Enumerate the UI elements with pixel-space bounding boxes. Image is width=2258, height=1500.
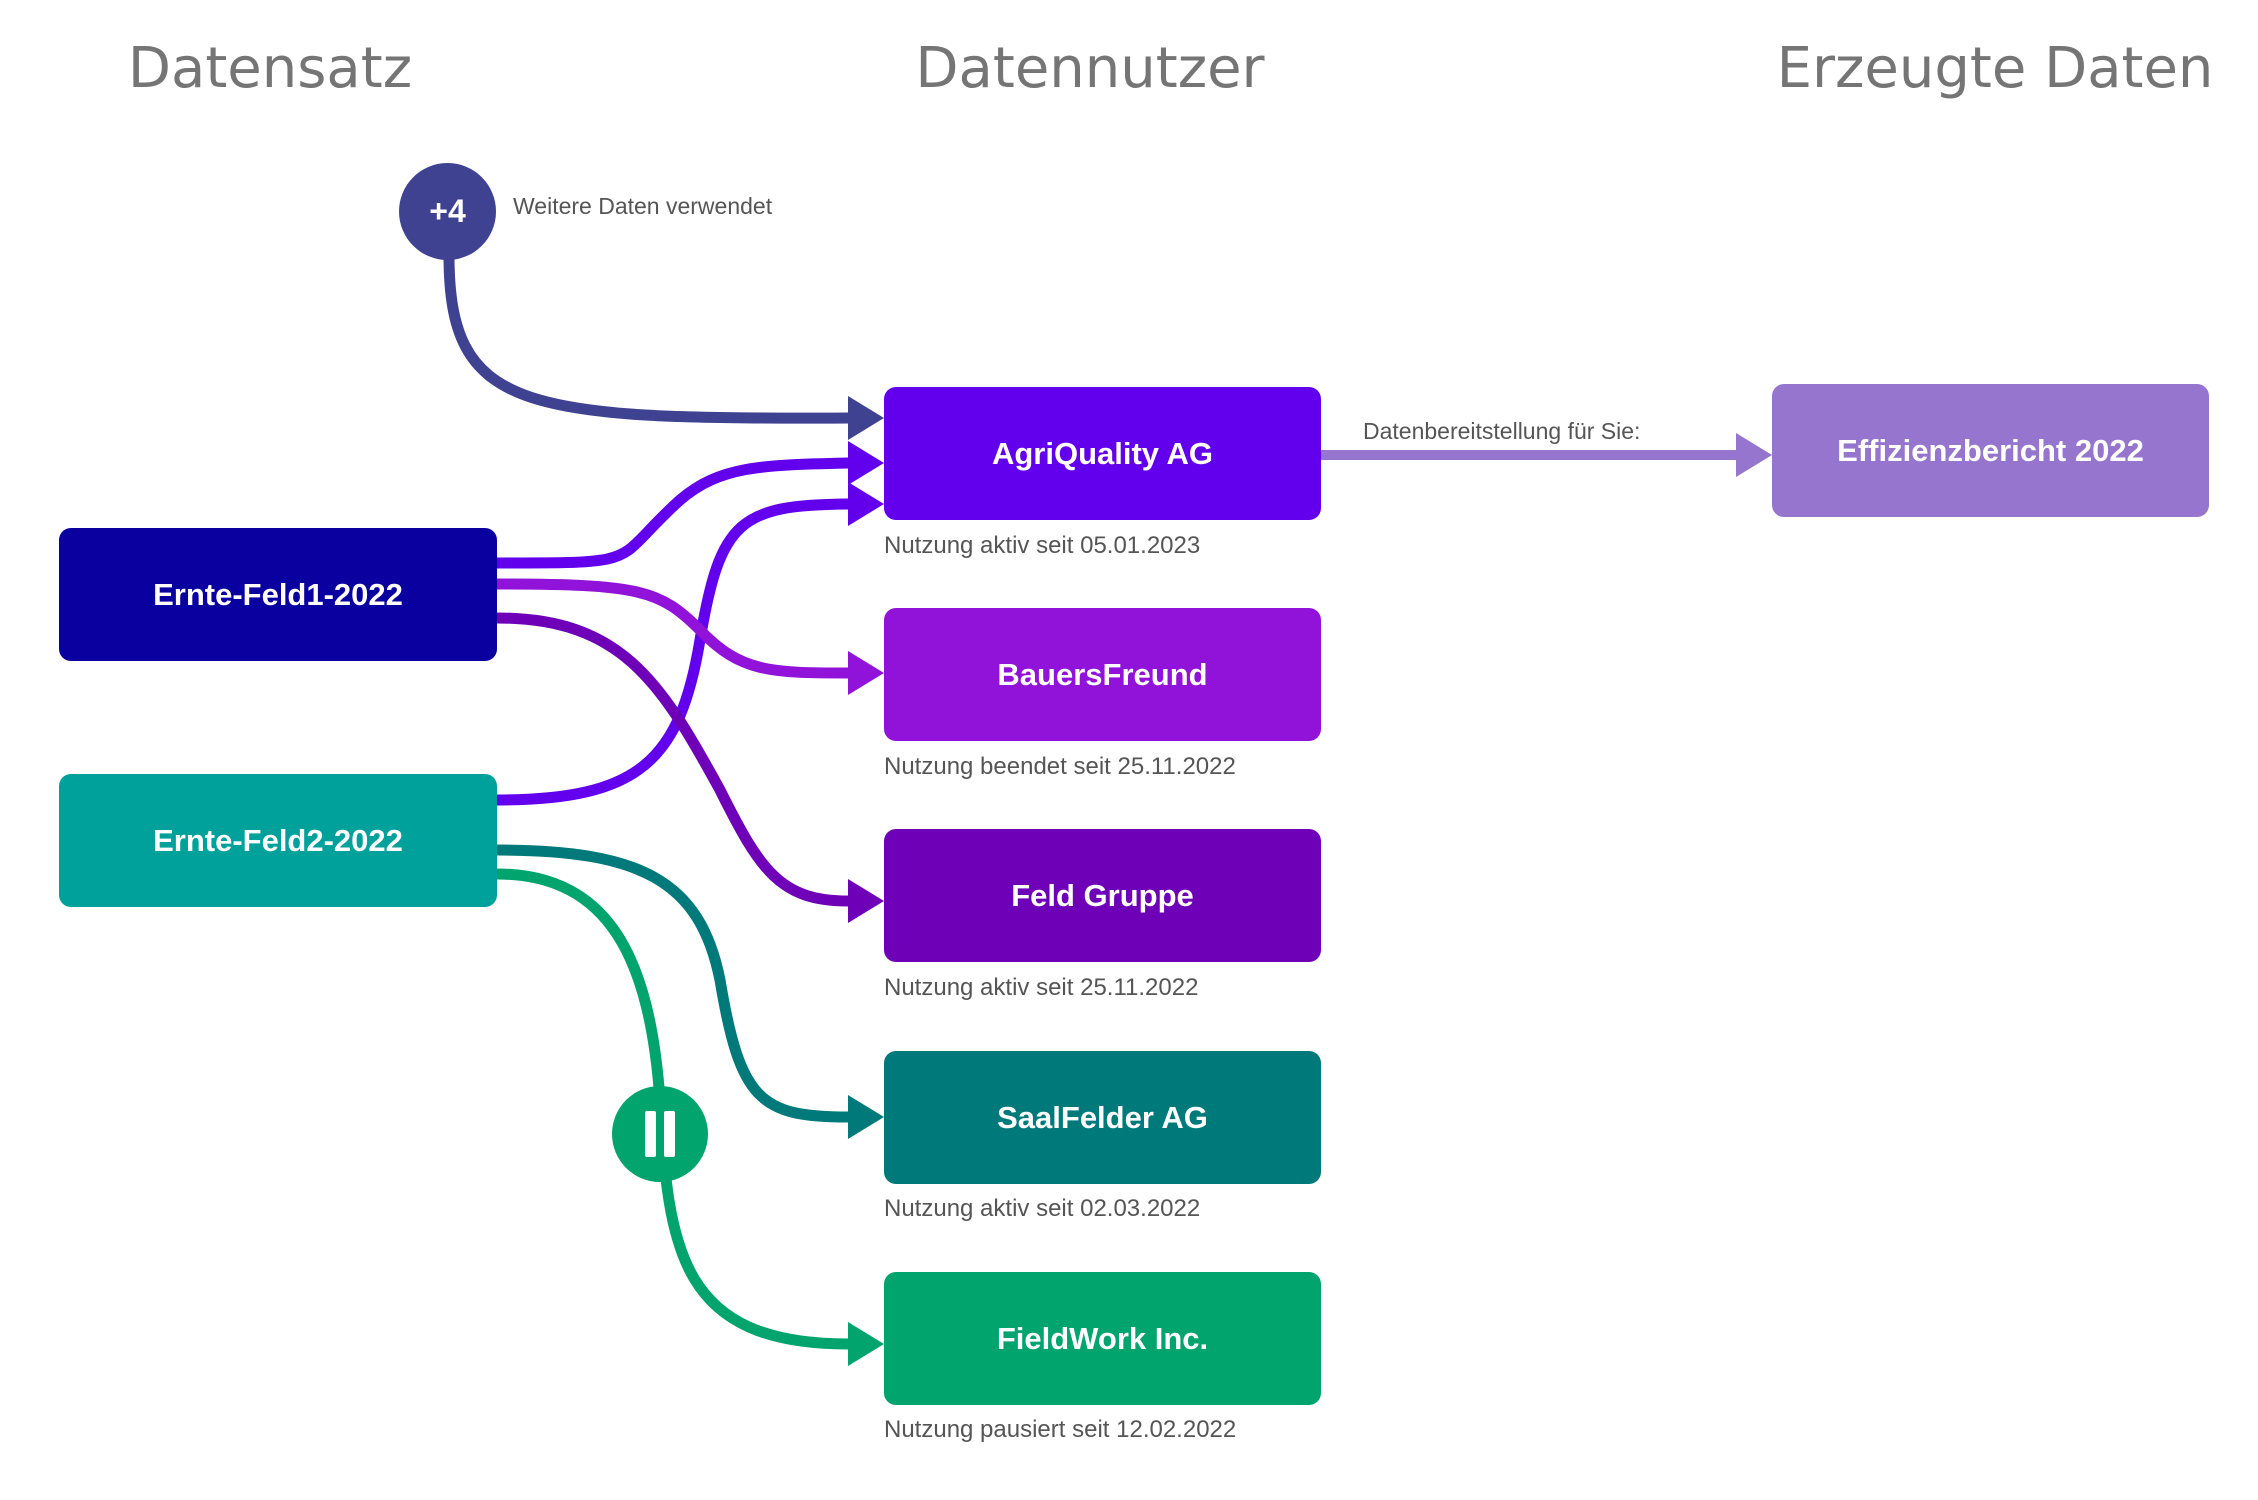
output-effizienzbericht[interactable]: Effizienzbericht 2022 (1772, 384, 2209, 517)
arrow-head (1736, 433, 1772, 477)
consumer-label: BauersFreund (997, 656, 1208, 692)
consumer-saalfelder[interactable]: SaalFelder AG (884, 1051, 1321, 1184)
consumer-label: AgriQuality AG (991, 435, 1214, 471)
link-feld1-to-bauersfreund (491, 578, 854, 679)
heading-datennutzer: Datennutzer (915, 36, 1265, 101)
consumer-label: SaalFelder AG (997, 1099, 1208, 1135)
arrow-head (848, 651, 884, 695)
link-feld1-to-feldgruppe (491, 612, 854, 907)
dataset-label: Ernte-Feld1-2022 (153, 576, 403, 612)
link-feld2-to-agriquality (491, 498, 854, 806)
link-feld1-to-agriquality (491, 457, 854, 569)
pause-icon (641, 1111, 679, 1157)
link-more-to-agriquality (443, 249, 854, 424)
heading-datensatz: Datensatz (127, 36, 413, 101)
consumer-label: FieldWork Inc. (996, 1320, 1209, 1356)
dataset-label: Ernte-Feld2-2022 (153, 822, 403, 858)
dataset-ernte-feld2[interactable]: Ernte-Feld2-2022 (59, 774, 497, 907)
heading-erzeugte-daten: Erzeugte Daten (1776, 36, 2214, 101)
more-data-note: Weitere Daten verwendet (513, 193, 773, 219)
link-feld2-to-saalfelder (491, 844, 854, 1123)
consumer-fieldwork[interactable]: FieldWork Inc. (884, 1272, 1321, 1405)
consumer-status: Nutzung pausiert seit 12.02.2022 (884, 1416, 1237, 1443)
arrow-head (848, 441, 884, 485)
more-data-count: +4 (429, 193, 466, 229)
arrow-head (848, 1322, 884, 1366)
consumer-status: Nutzung aktiv seit 02.03.2022 (884, 1195, 1201, 1222)
arrow-head (848, 482, 884, 526)
pause-button[interactable] (612, 1086, 708, 1182)
consumer-status: Nutzung aktiv seit 25.11.2022 (884, 974, 1199, 1001)
consumer-feld-gruppe[interactable]: Feld Gruppe (884, 829, 1321, 962)
consumer-agriquality[interactable]: AgriQuality AG (884, 387, 1321, 520)
consumer-bauersfreund[interactable]: BauersFreund (884, 608, 1321, 741)
arrow-head (848, 1095, 884, 1139)
consumer-label: Feld Gruppe (1011, 877, 1194, 913)
dataset-ernte-feld1[interactable]: Ernte-Feld1-2022 (59, 528, 497, 661)
link-label: Datenbereitstellung für Sie: (1363, 418, 1641, 444)
more-data-badge[interactable]: +4 (399, 163, 496, 260)
consumer-status: Nutzung aktiv seit 05.01.2023 (884, 532, 1201, 559)
arrow-head (848, 396, 884, 440)
arrow-head (848, 879, 884, 923)
consumer-status: Nutzung beendet seit 25.11.2022 (884, 753, 1236, 780)
output-label: Effizienzbericht 2022 (1837, 432, 2144, 468)
